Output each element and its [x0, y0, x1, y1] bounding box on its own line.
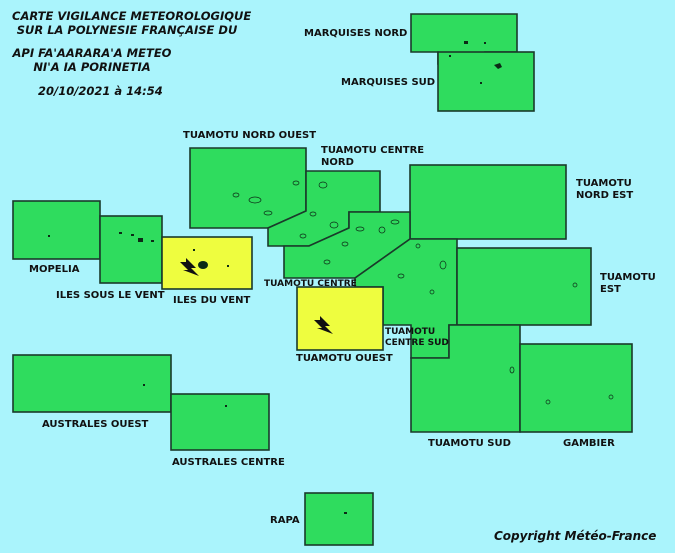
label-tuamotu-centre: TUAMOTU CENTRE — [264, 279, 357, 289]
label-tuamotu-centre-sud-1: TUAMOTU — [385, 327, 436, 337]
zone-tuamotu-est[interactable] — [456, 247, 592, 326]
label-iles-du-vent: ILES DU VENT — [173, 295, 251, 306]
header-title-line3: API FA'AARARA'A METEO — [12, 46, 172, 60]
label-gambier: GAMBIER — [563, 438, 615, 449]
zone-marquises-sud[interactable] — [437, 51, 535, 112]
label-iles-sous-le-vent: ILES SOUS LE VENT — [56, 290, 165, 301]
zone-tuamotu-nord-ouest[interactable] — [189, 147, 307, 229]
label-tuamotu-nord-ouest: TUAMOTU NORD OUEST — [183, 130, 317, 141]
header-datetime: 20/10/2021 à 14:54 — [38, 84, 163, 98]
zone-tuamotu-ouest[interactable] — [296, 286, 384, 351]
label-tuamotu-ouest: TUAMOTU OUEST — [296, 353, 393, 364]
label-tuamotu-nord-est-1: TUAMOTU — [576, 178, 632, 189]
label-australes-centre: AUSTRALES CENTRE — [172, 457, 285, 468]
label-mopelia: MOPELIA — [29, 264, 80, 275]
label-tuamotu-sud: TUAMOTU SUD — [428, 438, 511, 449]
zone-tuamotu-centre[interactable] — [283, 211, 411, 279]
copyright-notice: Copyright Météo-France — [494, 529, 657, 543]
header-title-line4: NI'A IA PORINETIA — [33, 60, 151, 74]
zone-iles-sous-le-vent[interactable] — [99, 215, 163, 284]
label-tuamotu-est-2: EST — [600, 284, 621, 295]
label-australes-ouest: AUSTRALES OUEST — [42, 419, 149, 430]
zone-tuamotu-nord-est[interactable] — [409, 164, 567, 240]
label-marquises-nord: MARQUISES NORD — [304, 28, 408, 39]
header-title-line2: SUR LA POLYNESIE FRANÇAISE DU — [16, 23, 238, 37]
header-title-line1: CARTE VIGILANCE METEOROLOGIQUE — [12, 9, 252, 23]
label-tuamotu-centre-sud-2: CENTRE SUD — [385, 338, 449, 348]
label-rapa: RAPA — [270, 515, 300, 526]
islands — [48, 41, 614, 514]
thunderstorm-icon — [180, 258, 333, 334]
label-tuamotu-nord-est-2: NORD EST — [576, 190, 634, 201]
label-tuamotu-centre-nord-1: TUAMOTU CENTRE — [321, 145, 425, 156]
zone-gambier[interactable] — [519, 343, 633, 433]
label-marquises-sud: MARQUISES SUD — [341, 77, 436, 88]
zone-australes-ouest[interactable] — [12, 354, 172, 413]
zone-mopelia[interactable] — [12, 200, 101, 260]
zone-rapa[interactable] — [304, 492, 374, 546]
zone-tuamotu-sud[interactable] — [410, 324, 521, 433]
label-tuamotu-est-1: TUAMOTU — [600, 272, 656, 283]
zone-australes-centre[interactable] — [170, 393, 270, 451]
label-tuamotu-centre-nord-2: NORD — [321, 157, 354, 168]
